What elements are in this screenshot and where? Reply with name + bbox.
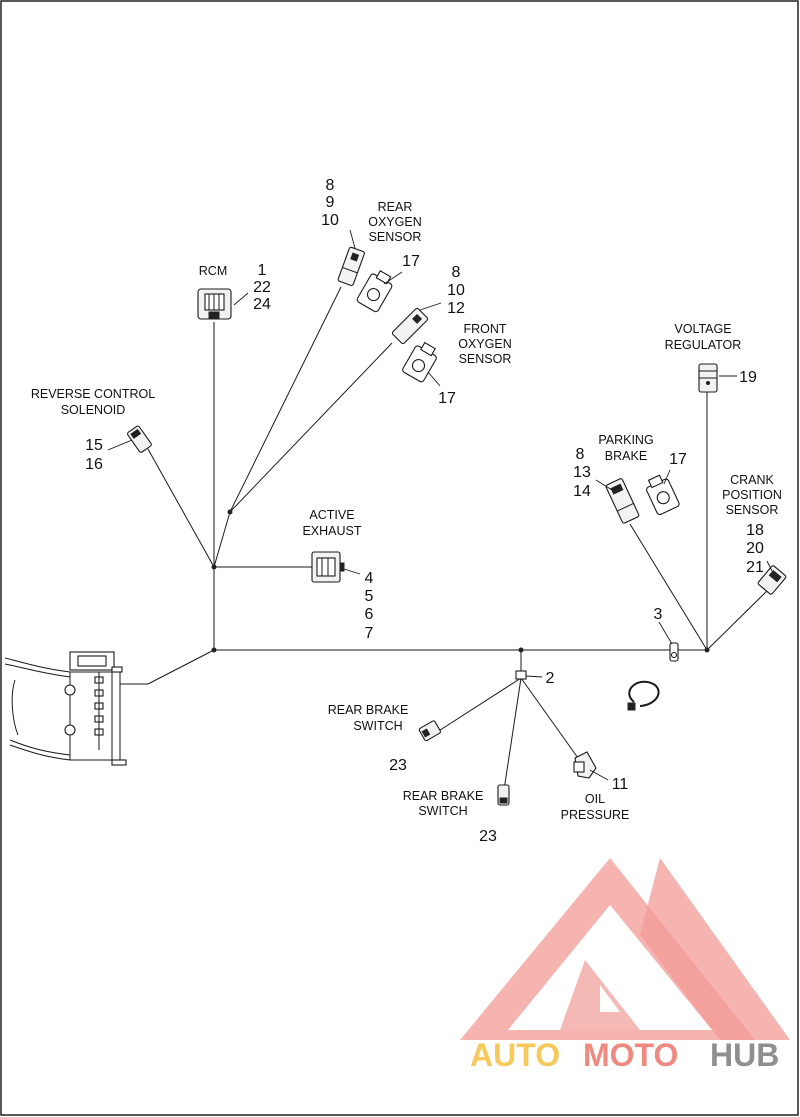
active-exhaust-connector (311, 551, 345, 583)
callout-voltage-regulator-19: 19 (739, 369, 757, 386)
oil-pressure-connector (573, 751, 597, 779)
callout-exhaust-6: 6 (365, 606, 374, 623)
callout-rear-o2-9: 9 (326, 194, 335, 211)
callout-junction-2: 2 (546, 670, 555, 687)
reverse-solenoid-label-line1: REVERSE CONTROL (31, 387, 155, 401)
callout-crank-21: 21 (746, 559, 764, 576)
rear-brake-switch-1-label-line1: REAR BRAKE (328, 703, 409, 717)
callout-exhaust-4: 4 (365, 570, 374, 587)
callout-crank-18: 18 (746, 522, 764, 539)
reverse-solenoid-label-line2: SOLENOID (61, 403, 126, 417)
front-o2-clip (402, 341, 437, 383)
parking-brake-clip (646, 474, 680, 516)
loop-clamp (627, 680, 660, 711)
automotohub-wordmark: AUTO MOTO HUB (470, 1037, 779, 1073)
callout-rcm-24: 24 (253, 296, 271, 313)
rear-o2-clip (356, 270, 393, 313)
rear-brake-switch-2-label-line1: REAR BRAKE (403, 789, 484, 803)
callout-oil-pressure-11: 11 (612, 776, 629, 793)
component-labels: RCM REAR OXYGEN SENSOR FRONT OXYGEN SENS… (31, 200, 782, 822)
voltage-regulator-label-line2: REGULATOR (665, 338, 742, 352)
callout-front-o2-10: 10 (447, 282, 465, 299)
callout-rear-brake-1-23: 23 (389, 757, 407, 774)
callout-exhaust-5: 5 (365, 588, 374, 605)
rcm-label: RCM (199, 264, 227, 278)
junction-dots (211, 509, 710, 653)
rcm-connector (197, 288, 232, 320)
rear-o2-label-line3: SENSOR (369, 230, 422, 244)
callout-rear-o2-10: 10 (321, 212, 339, 229)
rear-brake-switch-2-label-line2: SWITCH (418, 804, 467, 818)
callout-front-o2-8: 8 (452, 264, 461, 281)
front-o2-label-line2: OXYGEN (458, 337, 512, 351)
callout-parking-8: 8 (576, 446, 585, 463)
parking-brake-label-line2: BRAKE (605, 449, 647, 463)
wordmark-auto: AUTO (470, 1037, 560, 1073)
parking-brake-label-line1: PARKING (598, 433, 653, 447)
harness-wires (120, 286, 772, 791)
rear-brake-switch-2-connector (497, 784, 510, 806)
callout-rcm-1: 1 (258, 262, 267, 279)
callout-parking-14: 14 (573, 483, 591, 500)
oil-pressure-label-line2: PRESSURE (561, 808, 630, 822)
rear-o2-label-line2: OXYGEN (368, 215, 422, 229)
wordmark-hub: HUB (710, 1037, 779, 1073)
front-o2-label-line3: SENSOR (459, 352, 512, 366)
voltage-regulator-label-line1: VOLTAGE (674, 322, 731, 336)
rear-brake-switch-1-connector (418, 720, 441, 742)
front-o2-connector (391, 307, 429, 345)
callout-parking-13: 13 (573, 464, 591, 481)
active-exhaust-label-line1: ACTIVE (309, 508, 354, 522)
callout-reverse-16: 16 (85, 456, 103, 473)
crank-sensor-label-line2: POSITION (722, 488, 782, 502)
wordmark-moto: MOTO (583, 1037, 678, 1073)
callout-front-o2-12: 12 (447, 300, 465, 317)
callout-rear-o2-8: 8 (326, 177, 335, 194)
leader-lines (107, 229, 773, 781)
callout-parking-clip-17: 17 (669, 451, 687, 468)
callout-exhaust-7: 7 (365, 625, 374, 642)
rear-o2-connector (337, 246, 365, 287)
junction-2 (515, 670, 527, 680)
voltage-regulator-connector (698, 363, 718, 393)
callout-front-o2-clip-17: 17 (438, 390, 456, 407)
crank-sensor-label-line3: SENSOR (726, 503, 779, 517)
rear-brake-switch-1-label-line2: SWITCH (353, 719, 402, 733)
callout-numbers: 1 22 24 8 9 10 17 8 10 12 17 19 15 16 8 … (85, 177, 764, 845)
rear-o2-label-line1: REAR (378, 200, 413, 214)
clip-3 (669, 642, 679, 662)
callout-rcm-22: 22 (253, 279, 271, 296)
callout-rear-brake-2-23: 23 (479, 828, 497, 845)
crank-sensor-connector (757, 565, 787, 595)
oil-pressure-label-line1: OIL (585, 792, 605, 806)
reverse-solenoid-connector (127, 425, 152, 453)
automotohub-logo (460, 858, 790, 1040)
callout-clip-3: 3 (654, 606, 663, 623)
callout-crank-20: 20 (746, 540, 764, 557)
callout-reverse-15: 15 (85, 437, 103, 454)
front-o2-label-line1: FRONT (463, 322, 506, 336)
frame-bracket (4, 651, 127, 766)
parking-brake-connector (605, 478, 640, 524)
active-exhaust-label-line2: EXHAUST (302, 524, 361, 538)
crank-sensor-label-line1: CRANK (730, 473, 774, 487)
callout-rear-o2-clip-17: 17 (402, 253, 420, 270)
